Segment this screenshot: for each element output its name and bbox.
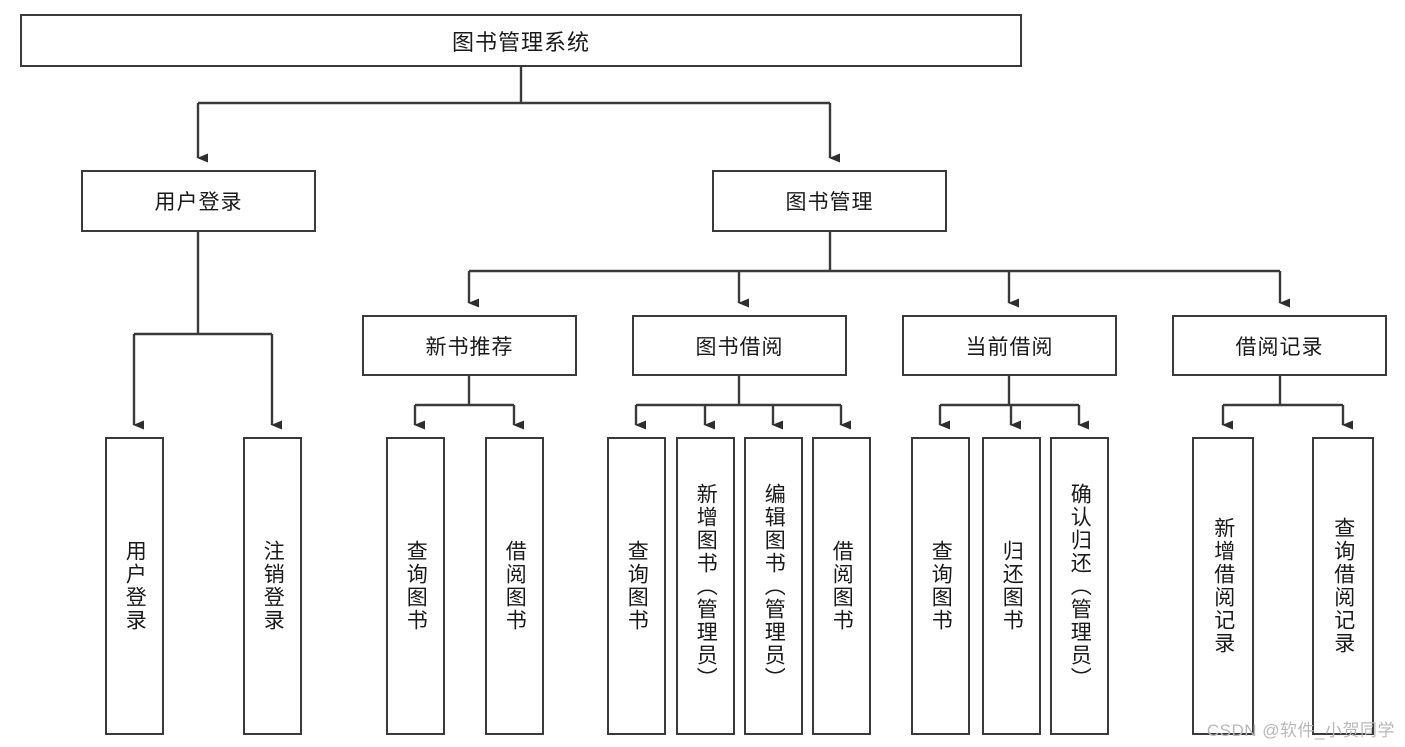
node-leaf[interactable]: 查询借阅记录 — [1312, 437, 1374, 735]
node-label: 借阅图书 — [503, 540, 527, 632]
node-level3[interactable]: 当前借阅 — [902, 315, 1117, 376]
node-label: 图书借阅 — [695, 335, 784, 359]
node-label: 当前借阅 — [965, 335, 1054, 359]
node-label: 注销登录 — [261, 540, 285, 632]
node-leaf[interactable]: 借阅图书 — [812, 437, 871, 735]
node-label: 新增图书（管理员） — [694, 482, 718, 690]
node-label: 图书管理 — [785, 191, 874, 214]
node-label: 新书推荐 — [425, 335, 514, 359]
node-level2[interactable]: 用户登录 — [81, 170, 316, 232]
node-leaf[interactable]: 新增借阅记录 — [1192, 437, 1254, 735]
node-root[interactable]: 图书管理系统 — [20, 14, 1022, 67]
node-label: 查询图书 — [929, 540, 953, 632]
node-label: 图书管理系统 — [451, 29, 590, 55]
node-leaf[interactable]: 编辑图书（管理员） — [744, 437, 803, 735]
node-label: 查询借阅记录 — [1331, 517, 1355, 655]
node-leaf[interactable]: 归还图书 — [982, 437, 1041, 735]
node-label: 编辑图书（管理员） — [762, 482, 786, 690]
node-level3[interactable]: 借阅记录 — [1172, 315, 1387, 376]
node-leaf[interactable]: 借阅图书 — [485, 437, 544, 735]
node-level2[interactable]: 图书管理 — [712, 170, 947, 232]
node-label: 借阅图书 — [830, 540, 854, 632]
node-leaf[interactable]: 查询图书 — [607, 437, 666, 735]
node-label: 归还图书 — [1000, 540, 1024, 632]
node-label: 用户登录 — [123, 540, 147, 632]
node-leaf[interactable]: 查询图书 — [911, 437, 970, 735]
node-label: 查询图书 — [625, 540, 649, 632]
node-label: 确认归还（管理员） — [1068, 482, 1092, 690]
node-leaf[interactable]: 查询图书 — [386, 437, 445, 735]
node-leaf[interactable]: 注销登录 — [243, 437, 302, 735]
csdn-watermark: CSDN @软件_小贺同学 — [1206, 721, 1395, 740]
node-label: 用户登录 — [154, 191, 243, 214]
node-leaf[interactable]: 新增图书（管理员） — [676, 437, 735, 735]
node-level3[interactable]: 新书推荐 — [362, 315, 577, 376]
node-label: 查询图书 — [404, 540, 428, 632]
node-label: 新增借阅记录 — [1211, 517, 1235, 655]
node-label: 借阅记录 — [1235, 335, 1324, 359]
node-leaf[interactable]: 用户登录 — [105, 437, 164, 735]
node-leaf[interactable]: 确认归还（管理员） — [1050, 437, 1109, 735]
node-level3[interactable]: 图书借阅 — [632, 315, 847, 376]
